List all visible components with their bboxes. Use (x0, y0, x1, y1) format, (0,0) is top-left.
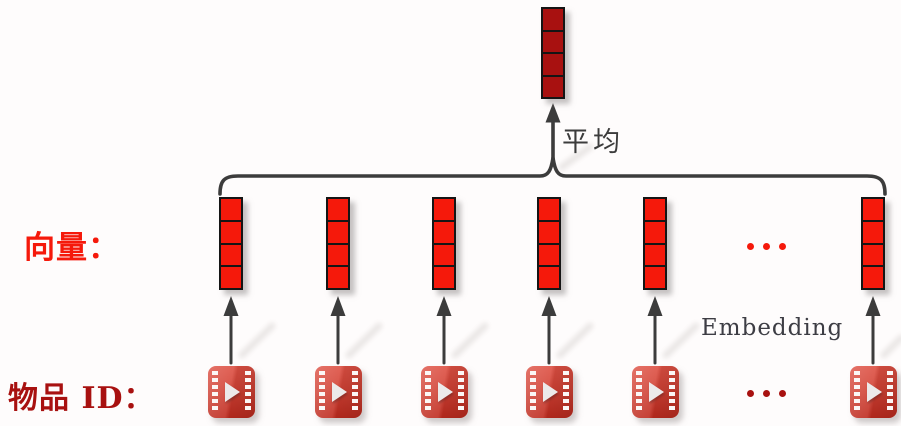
dot (763, 390, 770, 397)
vector-cell (434, 199, 454, 220)
play-icon (438, 382, 453, 402)
film-strip (458, 371, 464, 413)
vector-cell (863, 199, 883, 220)
vector-cell (645, 219, 665, 243)
average-pooled-vector (541, 7, 565, 99)
film-strip (887, 371, 893, 413)
item-row-label: 物品 ID： (8, 381, 155, 416)
play-icon (225, 382, 240, 402)
vector-cell (543, 52, 563, 75)
film-strip (352, 371, 358, 413)
vector-cell (221, 265, 241, 288)
film-strip (669, 371, 675, 413)
vector-cell (863, 242, 883, 266)
vector-cell (543, 74, 563, 98)
play-icon (332, 382, 347, 402)
vector-cell (221, 219, 241, 243)
vector-cell (434, 265, 454, 288)
embedding-vector (643, 197, 667, 290)
video-item-icon (632, 366, 679, 418)
film-strip (245, 371, 251, 413)
film-strip (319, 371, 325, 413)
dot (763, 243, 770, 250)
embedding-vector (219, 197, 243, 290)
vector-cell (645, 242, 665, 266)
vector-cell (645, 265, 665, 288)
dot (779, 390, 786, 397)
vector-cell (863, 265, 883, 288)
play-icon (867, 382, 882, 402)
video-item-icon (315, 366, 362, 418)
average-label: 平均 (562, 127, 624, 158)
vector-cell (539, 199, 559, 220)
vector-cell (328, 242, 348, 266)
dot (747, 243, 754, 250)
vector-cell (539, 242, 559, 266)
embedding-arrows (223, 296, 881, 365)
vector-cell (543, 29, 563, 53)
vector-cell (221, 242, 241, 266)
video-item-icon (526, 366, 573, 418)
vector-cell (539, 219, 559, 243)
embedding-vector (861, 197, 885, 290)
vector-cell (328, 219, 348, 243)
vector-cell (434, 242, 454, 266)
film-strip (563, 371, 569, 413)
embedding-label: Embedding (701, 315, 844, 341)
item-ellipsis-icon (747, 390, 786, 397)
vector-cell (328, 199, 348, 220)
dot (779, 243, 786, 250)
vector-cell (328, 265, 348, 288)
embedding-vector (537, 197, 561, 290)
video-item-icon (421, 366, 468, 418)
film-strip (530, 371, 536, 413)
vector-ellipsis-icon (747, 243, 786, 250)
embedding-vector (432, 197, 456, 290)
embedding-vector (326, 197, 350, 290)
film-strip (425, 371, 431, 413)
play-icon (543, 382, 558, 402)
vector-cell (434, 219, 454, 243)
average-arrow (545, 103, 561, 164)
film-strip (212, 371, 218, 413)
vector-row-label: 向量： (24, 230, 120, 266)
vector-cell (221, 199, 241, 220)
vector-cell (645, 199, 665, 220)
arrow-shadow-smudges (238, 143, 901, 359)
film-strip (854, 371, 860, 413)
play-icon (649, 382, 664, 402)
video-item-icon (850, 366, 897, 418)
vector-cell (539, 265, 559, 288)
video-item-icon (208, 366, 255, 418)
vector-cell (543, 9, 563, 30)
film-strip (636, 371, 642, 413)
vector-cell (863, 219, 883, 243)
dot (747, 390, 754, 397)
